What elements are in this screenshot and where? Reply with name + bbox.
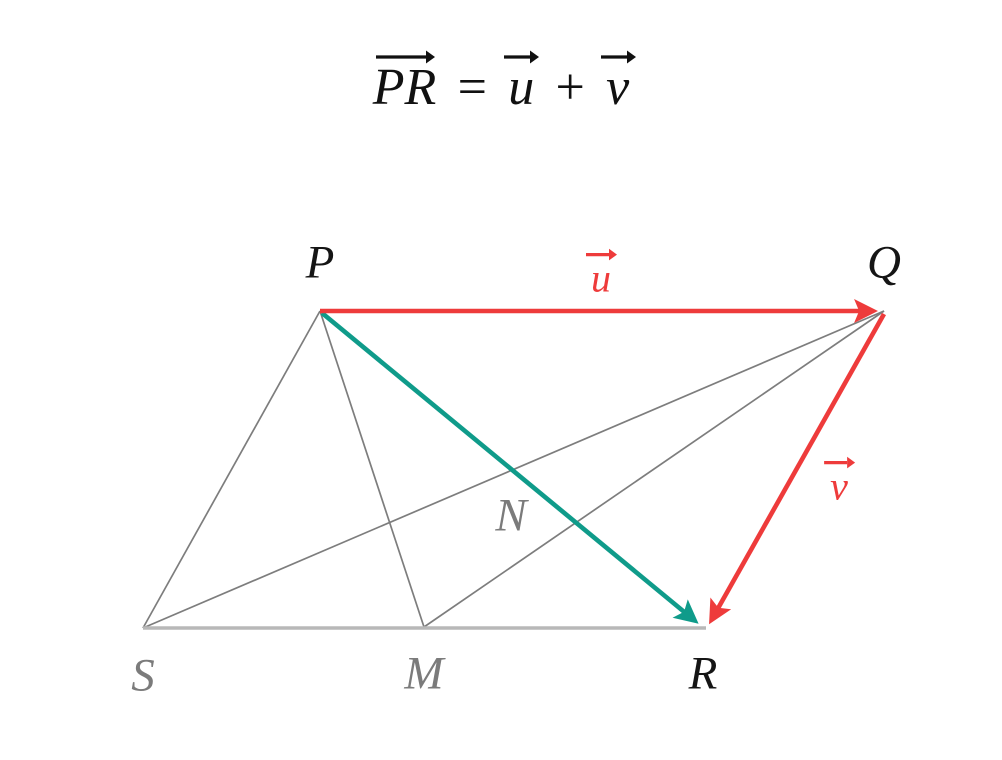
equation-title: PR = u + v (0, 46, 1002, 114)
vertex-label-Q: Q (867, 236, 901, 289)
vector-pr-resultant (320, 311, 699, 624)
vertex-label-S: S (131, 649, 155, 702)
vertex-label-N: N (495, 489, 527, 542)
vector-pr-term: PR (372, 46, 437, 116)
equation-term-v: v (606, 58, 630, 116)
equation-lhs: PR (372, 58, 437, 116)
vector-label-u: u (586, 246, 617, 301)
vertex-label-R: R (688, 647, 718, 700)
construction-lines (142, 310, 885, 629)
equation-plus: + (555, 58, 585, 116)
segment-P-M (319, 310, 425, 628)
equation-equals: = (457, 58, 487, 116)
equation-term-u: u (508, 58, 535, 116)
vertex-label-P: P (305, 236, 335, 289)
vector-label-v: v (823, 454, 855, 509)
segment-P-S (142, 310, 321, 629)
segment-M-Q (423, 310, 885, 628)
vector-label-u-text: u (591, 255, 611, 301)
vector-label-v-text: v (830, 463, 848, 509)
vector-v (709, 312, 887, 625)
vertex-label-M: M (404, 647, 444, 700)
